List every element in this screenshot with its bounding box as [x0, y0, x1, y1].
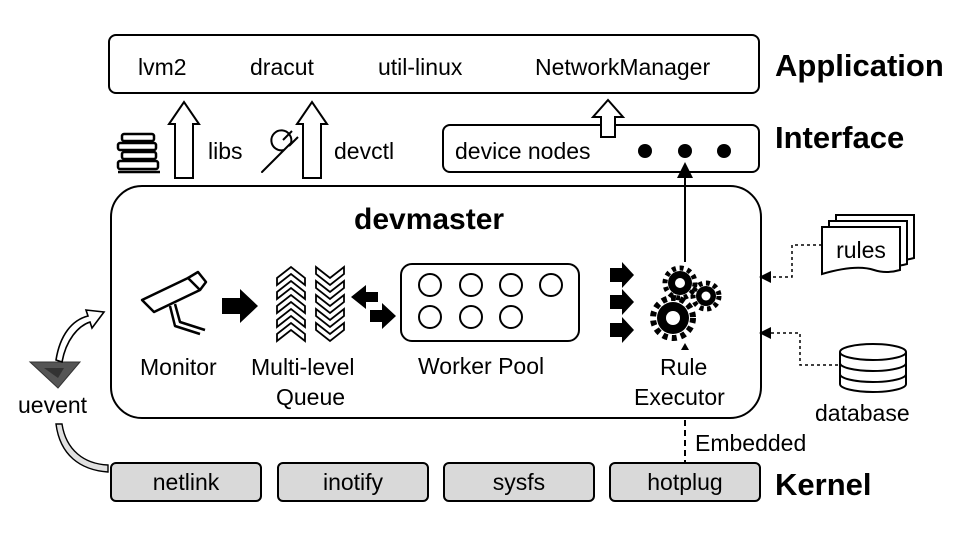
- queue-worker-left-arrow: [351, 285, 378, 309]
- books-icon: [116, 132, 160, 174]
- rules-label: rules: [836, 237, 886, 263]
- pool-to-executor-arrow-3: [610, 317, 634, 343]
- layer-label-interface: Interface: [775, 120, 905, 155]
- devmaster-title: devmaster: [354, 203, 505, 236]
- camera-icon: [140, 270, 208, 336]
- rules-doc-icon: [821, 214, 915, 276]
- app-item-networkmanager: NetworkManager: [535, 54, 711, 80]
- device-nodes-label: device nodes: [455, 138, 591, 164]
- devctl-label: devctl: [334, 138, 395, 164]
- kernel-item-netlink: netlink: [110, 462, 262, 502]
- embedded-arrowhead: [681, 343, 689, 350]
- worker-circle: [459, 305, 483, 329]
- device-node-dot-2: [678, 144, 692, 158]
- database-label: database: [815, 400, 910, 426]
- app-item-util-linux: util-linux: [378, 54, 463, 80]
- worker-circle: [539, 273, 563, 297]
- application-box: [108, 34, 760, 94]
- worker-pool-label: Worker Pool: [418, 353, 545, 379]
- gears-icon: [650, 265, 722, 341]
- worker-pool-box: [400, 263, 580, 342]
- devmaster-box: [110, 185, 762, 419]
- monitor-label: Monitor: [140, 354, 217, 380]
- pool-to-executor-arrow-2: [610, 289, 634, 315]
- device-nodes-up-arrow: [590, 98, 626, 138]
- worker-circle: [418, 305, 442, 329]
- device-node-dot-3: [717, 144, 731, 158]
- worker-circle: [459, 273, 483, 297]
- rules-dashed-connector: [759, 244, 822, 283]
- layer-label-kernel: Kernel: [775, 467, 872, 502]
- libs-label: libs: [208, 138, 243, 164]
- worker-circle: [499, 305, 523, 329]
- app-item-dracut: dracut: [250, 54, 314, 80]
- worker-circle: [418, 273, 442, 297]
- monitor-to-queue-arrow: [222, 289, 258, 323]
- layer-label-application: Application: [775, 48, 944, 83]
- device-node-dot-1: [638, 144, 652, 158]
- devctl-up-arrow: [295, 100, 329, 179]
- kernel-item-hotplug: hotplug: [609, 462, 761, 502]
- kernel-item-inotify: inotify: [277, 462, 429, 502]
- wrench-icon: [261, 129, 299, 173]
- kernel-item-sysfs: sysfs: [443, 462, 595, 502]
- database-icon: [839, 343, 907, 393]
- embedded-label: Embedded: [695, 430, 807, 456]
- rule-executor-label-line1: Rule: [660, 354, 708, 380]
- pool-to-executor-arrow-1: [610, 262, 634, 288]
- uevent-to-devmaster-arrow: [55, 309, 106, 364]
- worker-circles: [418, 273, 563, 329]
- database-dashed-connector: [759, 327, 838, 366]
- netlink-to-uevent-curve: [55, 423, 109, 473]
- queue-label-line2: Queue: [276, 384, 346, 410]
- chevron-stack-icon: [276, 265, 345, 343]
- rule-executor-label-line2: Executor: [634, 384, 725, 410]
- queue-label-line1: Multi-level: [251, 354, 355, 380]
- app-item-lvm2: lvm2: [138, 54, 187, 80]
- queue-worker-right-arrow: [370, 303, 396, 329]
- uevent-label: uevent: [18, 392, 88, 418]
- libs-up-arrow: [167, 100, 201, 179]
- worker-circle: [499, 273, 523, 297]
